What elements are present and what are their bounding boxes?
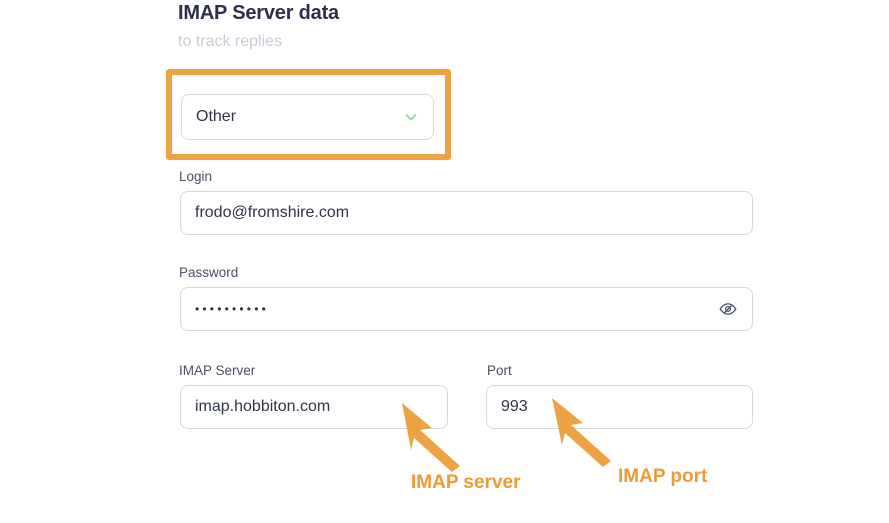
login-label: Login: [179, 169, 213, 184]
password-label: Password: [179, 265, 239, 280]
imap-server-label: IMAP Server: [179, 363, 256, 378]
imap-server-input[interactable]: imap.hobbiton.com: [180, 385, 448, 429]
password-input[interactable]: ••••••••••: [180, 287, 753, 331]
eye-off-icon[interactable]: [718, 299, 738, 319]
annotation-caption-imap-server: IMAP server: [411, 472, 521, 493]
page-subtitle: to track replies: [178, 33, 283, 50]
port-label: Port: [487, 363, 512, 378]
imap-server-value: imap.hobbiton.com: [195, 398, 331, 415]
login-input[interactable]: frodo@fromshire.com: [180, 191, 753, 235]
port-input[interactable]: 993: [486, 385, 753, 429]
annotation-caption-imap-port: IMAP port: [618, 466, 708, 487]
login-value: frodo@fromshire.com: [195, 204, 350, 221]
provider-select-value: Other: [196, 108, 237, 125]
port-value: 993: [501, 398, 528, 415]
password-value: ••••••••••: [195, 302, 270, 316]
chevron-down-icon[interactable]: [403, 109, 419, 125]
provider-select[interactable]: Other: [181, 94, 434, 140]
page-title: IMAP Server data: [178, 2, 339, 24]
